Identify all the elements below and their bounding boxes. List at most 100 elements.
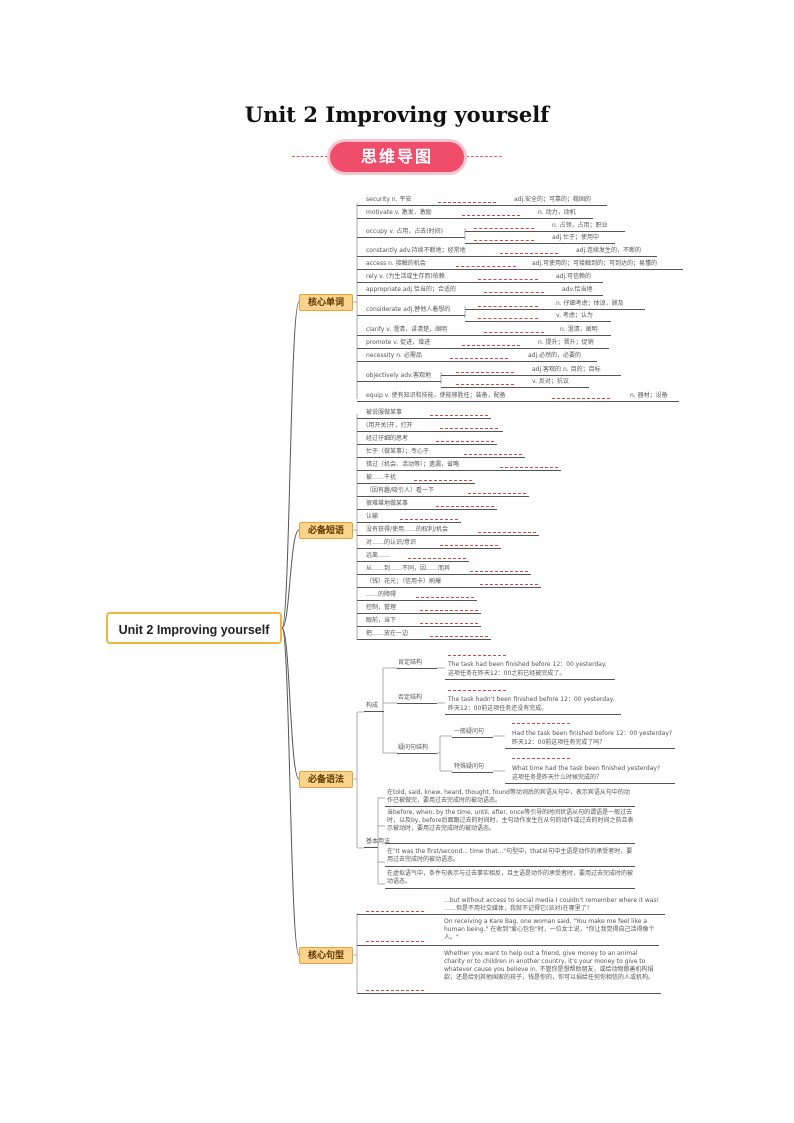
vocab-derivative: adj.必然的，必要的 [528, 352, 582, 359]
underline [357, 335, 611, 336]
phrase-item: 把……放在一边 [366, 630, 409, 637]
underline [505, 783, 675, 784]
grammar-positive-en: The task had been finished before 12：00 … [448, 661, 607, 668]
underline [385, 806, 635, 807]
grammar-negative-cn: 昨天12：00前这项任务还没有完成。 [448, 705, 548, 712]
vocab-derivative: adv.恰当地 [562, 286, 593, 293]
underline [357, 256, 657, 257]
phrase-item: 从……到……不同，因……而异 [366, 565, 451, 572]
underline [357, 361, 597, 362]
underline [357, 269, 683, 270]
underline [385, 888, 635, 889]
grammar-question-label: 疑问句结构 [398, 744, 429, 751]
phrase-item: 控制，管理 [366, 604, 397, 611]
vocab-derivative: adj.客观的 n. 目的；目标 [532, 366, 601, 373]
vocab-blank [438, 202, 496, 203]
underline [357, 509, 497, 510]
vocab-blank [500, 253, 558, 254]
grammar-positive-label: 肯定结构 [398, 659, 423, 666]
underline [465, 231, 625, 232]
underline [364, 847, 378, 848]
sentence-2: On receiving a Kare Bag, one woman said,… [444, 918, 655, 941]
vocab-blank [450, 358, 508, 359]
vocab-blank [478, 306, 538, 307]
vocab-derivative: v. 反对；抗议 [532, 378, 569, 385]
underline [385, 866, 635, 867]
banner-right-line [466, 156, 502, 157]
phrase-item: 对……的认识/意识 [366, 539, 417, 546]
vocab-derivative: adj.安全的；可靠的；稳固的 [514, 196, 592, 203]
sentence-3: Whether you want to help out a friend, g… [444, 950, 655, 981]
phrase-item: (用开关)开，打开 [366, 422, 413, 429]
vocab-word: promote v. 促进，增进 [366, 339, 431, 346]
phrase-blank [430, 415, 488, 416]
grammar-negative-label: 否定结构 [398, 694, 423, 701]
underline [385, 843, 635, 844]
grammar-blank [448, 655, 506, 656]
underline [357, 914, 665, 915]
vocab-word: constantly adv.持续不断地；经常地 [366, 247, 466, 254]
underline [357, 444, 497, 445]
underline [357, 348, 609, 349]
underline [357, 945, 659, 946]
phrase-blank [436, 441, 494, 442]
underline [452, 737, 493, 738]
phrase-blank [480, 584, 538, 585]
phrase-blank [478, 532, 536, 533]
page-title: Unit 2 Improving yourself [244, 102, 550, 127]
grammar-usage-3: 在"It was the first/second... time that..… [387, 848, 633, 863]
vocab-derivative: n. 提升；晋升；促销 [538, 339, 594, 346]
vocab-word: objectively adv.客观地 [366, 372, 432, 379]
underline [357, 483, 475, 484]
vocab-derivative: adj.忙于；使用中 [552, 234, 600, 241]
underline [357, 639, 491, 640]
vocab-word: rely v. (为生活或生存而)依赖 [366, 273, 445, 280]
phrase-blank [440, 545, 498, 546]
vocab-blank [478, 279, 538, 280]
vocab-derivative: n. 占领，占用；职业 [552, 222, 608, 229]
phrase-blank [420, 623, 478, 624]
grammar-special-cn: 这项任务是昨天什么时候完成的？ [512, 774, 603, 781]
vocab-blank [484, 292, 544, 293]
vocab-blank [478, 318, 538, 319]
vocab-word: access n. 接触的机会 [366, 260, 426, 267]
underline [445, 679, 615, 680]
branch-core-sentences: 核心句型 [299, 947, 353, 964]
underline [357, 600, 477, 601]
phrase-item: 被……干扰 [366, 474, 397, 481]
phrase-item: ……的障碍 [366, 591, 397, 598]
grammar-blank [512, 723, 570, 724]
vocab-word: necessity n. 必需品 [366, 352, 422, 359]
underline [357, 561, 469, 562]
underline [357, 496, 529, 497]
vocab-blank [456, 372, 514, 373]
phrase-blank [468, 493, 526, 494]
underline [357, 587, 541, 588]
grammar-structure-label: 构成 [366, 702, 379, 709]
underline [505, 748, 675, 749]
grammar-blank [512, 758, 570, 759]
underline [441, 387, 589, 388]
phrase-item: 远离…… [366, 552, 391, 559]
phrase-blank [430, 636, 488, 637]
grammar-blank [448, 690, 506, 691]
phrase-item: 很难堪地做某事 [366, 500, 409, 507]
phrase-item: 经过仔细的思考 [366, 435, 409, 442]
vocab-derivative: v. 考虑；认为 [556, 312, 593, 319]
underline [357, 613, 481, 614]
grammar-usage-2: 当before, when, by the time, until, after… [387, 809, 634, 832]
phrase-blank [436, 506, 494, 507]
underline [465, 309, 645, 310]
grammar-special-q-label: 特殊疑问句 [454, 763, 485, 770]
underline [397, 703, 437, 704]
grammar-general-q-label: 一般疑问句 [454, 728, 485, 735]
vocab-word: security n. 平安 [366, 196, 412, 203]
phrase-item: 忙于（做某事）；专心于 [366, 448, 430, 455]
vocab-blank [462, 215, 520, 216]
branch-essential-phrases: 必备短语 [299, 522, 353, 539]
phrase-item: 认输 [366, 513, 379, 520]
grammar-special-en: What time had the task been finished yes… [512, 765, 661, 772]
underline [364, 711, 384, 712]
phrase-item: 眼前，当下 [366, 617, 397, 624]
